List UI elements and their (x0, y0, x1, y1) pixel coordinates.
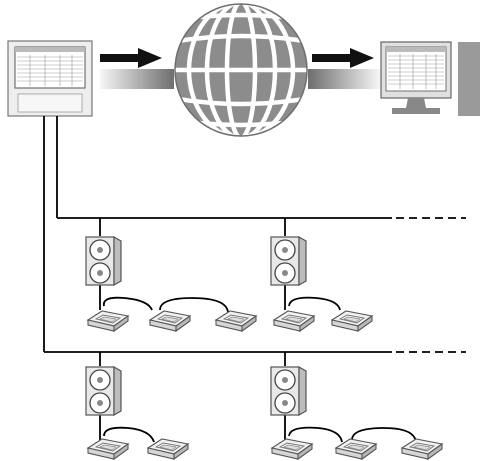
indoor-unit-icon (87, 310, 129, 332)
outdoor-unit-icon (85, 236, 122, 286)
continuation-lines (396, 217, 466, 353)
indoor-unit-icon (401, 438, 443, 460)
central-controller-icon (7, 40, 93, 117)
globe-network-icon (174, 3, 308, 137)
flow-arrow-2 (308, 48, 380, 89)
indoor-unit-icon (149, 310, 191, 332)
outdoor-unit-icon (270, 366, 307, 416)
outdoor-unit-icon (85, 366, 122, 416)
indoor-unit-icon (331, 310, 373, 332)
outdoor-unit-icon (270, 236, 307, 286)
pc-monitor-icon (380, 41, 480, 116)
indoor-unit-icon (273, 310, 315, 332)
flow-arrow-1 (100, 48, 174, 89)
wiring (43, 116, 417, 443)
indoor-unit-icon (271, 438, 313, 460)
indoor-unit-icon (215, 310, 257, 332)
indoor-unit-icon (87, 438, 129, 460)
